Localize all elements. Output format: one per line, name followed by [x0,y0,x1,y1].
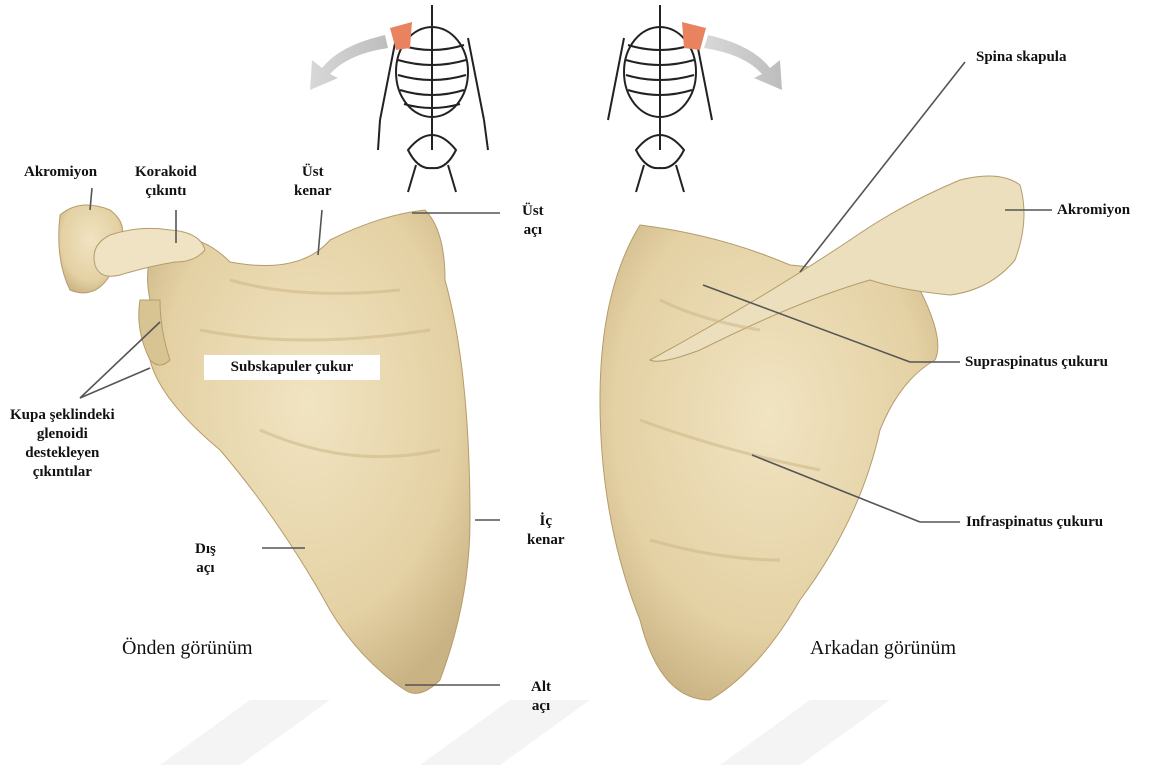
label-kupa-line1: Kupa şeklindeki [10,406,115,425]
label-dis-aci-line1: Dış [195,540,216,559]
label-ic-kenar-line1: İç [527,512,565,531]
scapula-front-illustration [59,205,470,693]
label-supraspinatus-cukuru: Supraspinatus çukuru [965,353,1108,372]
label-ust-aci-line1: Üst [522,202,544,221]
label-alt-aci: Alt açı [531,678,551,716]
rotate-arrow-right-icon [704,35,782,90]
label-ust-kenar-line1: Üst [294,163,332,182]
label-alt-aci-line2: açı [531,697,551,716]
label-korakoid-line2: çıkıntı [135,182,197,201]
watermark-stripes [160,700,890,765]
label-alt-aci-line1: Alt [531,678,551,697]
label-kupa-line3: destekleyen [10,444,115,463]
label-kupa-glenoid: Kupa şeklindeki glenoidi destekleyen çık… [10,406,115,482]
label-korakoid: Korakoid çıkıntı [135,163,197,201]
label-subskapuler-cukur: Subskapuler çukur [204,355,380,380]
label-ust-kenar-line2: kenar [294,182,332,201]
caption-front-view: Önden görünüm [122,637,253,660]
label-kupa-line2: glenoidi [10,425,115,444]
label-infraspinatus-cukuru: Infraspinatus çukuru [966,513,1103,532]
label-spina-skapula: Spina skapula [976,48,1066,67]
label-ust-aci-line2: açı [522,221,544,240]
label-ic-kenar-line2: kenar [527,531,565,550]
label-kupa-line4: çıkıntılar [10,463,115,482]
label-akromiyon-front: Akromiyon [24,163,97,182]
label-korakoid-line1: Korakoid [135,163,197,182]
label-ic-kenar: İç kenar [527,512,565,550]
scapula-back-illustration [600,176,1024,700]
label-dis-aci-line2: açı [195,559,216,578]
caption-back-view: Arkadan görünüm [810,637,956,660]
highlight-front-scapula [390,22,412,50]
highlight-back-scapula [682,22,706,50]
rotate-arrow-left-icon [310,35,388,90]
label-akromiyon-back: Akromiyon [1057,201,1130,220]
label-dis-aci: Dış açı [195,540,216,578]
label-ust-kenar: Üst kenar [294,163,332,201]
label-ust-aci: Üst açı [522,202,544,240]
